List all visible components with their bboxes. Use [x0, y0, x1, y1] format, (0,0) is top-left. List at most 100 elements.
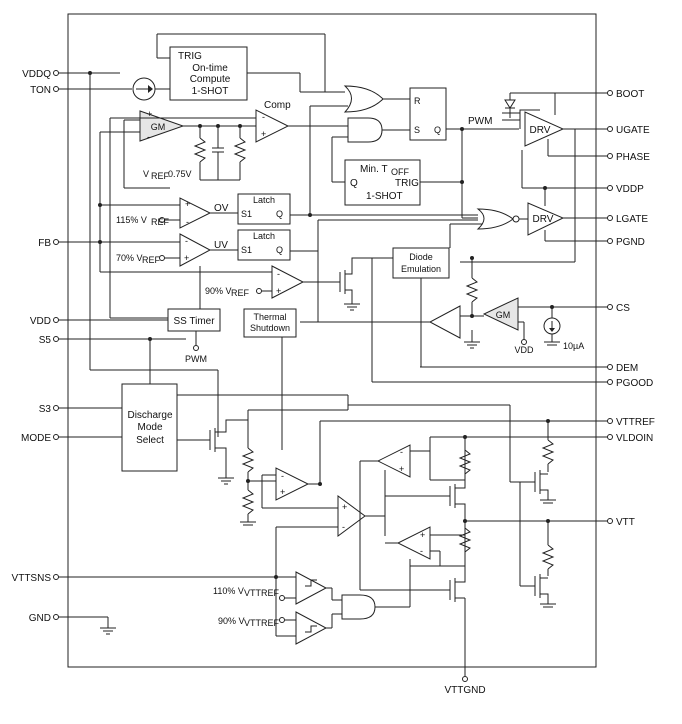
- svg-text:SS Timer: SS Timer: [173, 316, 215, 327]
- svg-text:VTTSNS: VTTSNS: [12, 573, 52, 584]
- min-toff-oneshot-block: Min. T OFF Q TRIG 1-SHOT: [344, 159, 421, 206]
- svg-text:PWM: PWM: [185, 354, 207, 364]
- ontime-oneshot-block: TRIG On-time Compute 1-SHOT: [156, 33, 345, 101]
- svg-text:VDD: VDD: [514, 345, 534, 355]
- svg-text:-: -: [186, 217, 189, 227]
- vtt-window-comparators: 110% V VTTREF 90% V VTTREF: [213, 566, 411, 645]
- svg-text:MODE: MODE: [21, 433, 51, 444]
- svg-text:VTTREF: VTTREF: [244, 588, 280, 598]
- svg-text:DRV: DRV: [530, 125, 551, 136]
- high-side-driver: DRV: [502, 92, 565, 188]
- svg-text:Q: Q: [276, 209, 283, 219]
- pin-cs: CS: [518, 303, 630, 314]
- comp-comparator: - + Comp: [109, 100, 348, 319]
- svg-text:S1: S1: [241, 245, 252, 255]
- svg-text:+: +: [276, 286, 281, 296]
- svg-text:Q: Q: [276, 245, 283, 255]
- diode-emulation-block: Diode Emulation: [392, 247, 450, 367]
- svg-text:REF: REF: [142, 255, 161, 265]
- and-gate-top: [331, 117, 410, 183]
- ton-current-source: [132, 77, 170, 101]
- svg-text:PWM: PWM: [468, 116, 492, 127]
- sr-flipflop: R S Q PWM: [409, 87, 519, 219]
- chip-outline: [67, 13, 597, 668]
- svg-text:PHASE: PHASE: [616, 152, 650, 163]
- svg-text:TRIG: TRIG: [395, 178, 419, 189]
- svg-text:VTT: VTT: [616, 517, 635, 528]
- svg-text:REF: REF: [231, 288, 250, 298]
- svg-text:PGOOD: PGOOD: [616, 378, 653, 389]
- svg-text:V: V: [143, 169, 149, 179]
- svg-text:GM: GM: [151, 122, 166, 132]
- pin-vttsns: VTTSNS: [12, 573, 296, 584]
- vttref-buffer: - +: [261, 421, 338, 509]
- pin-phase: PHASE: [555, 152, 650, 163]
- svg-text:S: S: [414, 125, 420, 135]
- or-gate-top: [309, 85, 410, 215]
- svg-text:+: +: [399, 464, 404, 474]
- svg-text:TRIG: TRIG: [178, 51, 202, 62]
- svg-text:1-SHOT: 1-SHOT: [366, 191, 403, 202]
- uv-comparator: - + UV 70% V REF: [98, 233, 238, 267]
- current-sense: GM VDD 10µA: [300, 256, 584, 355]
- svg-text:On-time: On-time: [192, 63, 228, 74]
- compensation-network: [193, 124, 247, 181]
- svg-text:GM: GM: [496, 310, 511, 320]
- svg-text:70% V: 70% V: [116, 253, 143, 263]
- svg-text:BOOT: BOOT: [616, 89, 644, 100]
- svg-text:Select: Select: [136, 435, 164, 446]
- svg-text:Diode: Diode: [409, 252, 433, 262]
- svg-text:+: +: [147, 109, 152, 119]
- svg-text:S1: S1: [241, 209, 252, 219]
- discharge-mode-select-block: Discharge Mode Select: [121, 337, 349, 472]
- svg-text:UV: UV: [214, 240, 228, 251]
- pin-vttref: VTTREF: [320, 417, 655, 428]
- pin-vddq: VDDQ: [22, 69, 120, 80]
- svg-text:VDDQ: VDDQ: [22, 69, 51, 80]
- svg-text:VDD: VDD: [30, 316, 51, 327]
- svg-text:S5: S5: [39, 335, 52, 346]
- svg-text:VTTREF: VTTREF: [616, 417, 655, 428]
- pin-mode: MODE: [21, 433, 122, 444]
- svg-text:OFF: OFF: [391, 167, 409, 177]
- pin-vtt: VTT: [465, 517, 635, 528]
- pin-dem: DEM: [420, 363, 638, 374]
- svg-text:Latch: Latch: [253, 195, 275, 205]
- pin-s3: S3: [39, 404, 122, 415]
- svg-text:-: -: [262, 112, 265, 122]
- svg-text:Latch: Latch: [253, 231, 275, 241]
- or-gate-bottom: [449, 208, 528, 248]
- svg-text:Thermal: Thermal: [253, 312, 286, 322]
- svg-text:GND: GND: [29, 613, 51, 624]
- pin-boot: BOOT: [555, 89, 644, 100]
- pgood-fet: [339, 257, 420, 382]
- svg-text:90% V: 90% V: [218, 616, 245, 626]
- ldo-source-amp: - +: [359, 437, 465, 591]
- low-side-driver: DRV: [460, 129, 576, 263]
- pin-vttgnd: VTTGND: [444, 598, 486, 696]
- svg-text:90% V: 90% V: [205, 286, 232, 296]
- svg-text:Discharge: Discharge: [127, 410, 172, 421]
- svg-text:1-SHOT: 1-SHOT: [192, 86, 229, 97]
- svg-text:115% V: 115% V: [116, 215, 147, 225]
- svg-text:Min. T: Min. T: [360, 164, 388, 175]
- svg-text:Emulation: Emulation: [401, 264, 441, 274]
- svg-text:S3: S3: [39, 404, 52, 415]
- svg-text:-: -: [147, 132, 150, 142]
- svg-text:+: +: [342, 502, 347, 512]
- svg-text:DEM: DEM: [616, 363, 638, 374]
- pin-lgate: LGATE: [563, 214, 648, 225]
- svg-text:Q: Q: [350, 178, 358, 189]
- pgood-comparator: - + 90% V REF: [205, 265, 340, 299]
- svg-text:R: R: [414, 96, 421, 106]
- svg-text:Compute: Compute: [190, 74, 231, 85]
- svg-text:110% V: 110% V: [213, 586, 244, 596]
- svg-text:-: -: [281, 471, 284, 481]
- latch-uv: Latch S1 Q: [237, 219, 478, 323]
- svg-text:DRV: DRV: [533, 214, 554, 225]
- svg-text:+: +: [184, 253, 189, 263]
- right-discharge-fets: [348, 404, 556, 608]
- svg-text:+: +: [420, 530, 425, 540]
- thermal-shutdown-block: Thermal Shutdown: [243, 308, 297, 450]
